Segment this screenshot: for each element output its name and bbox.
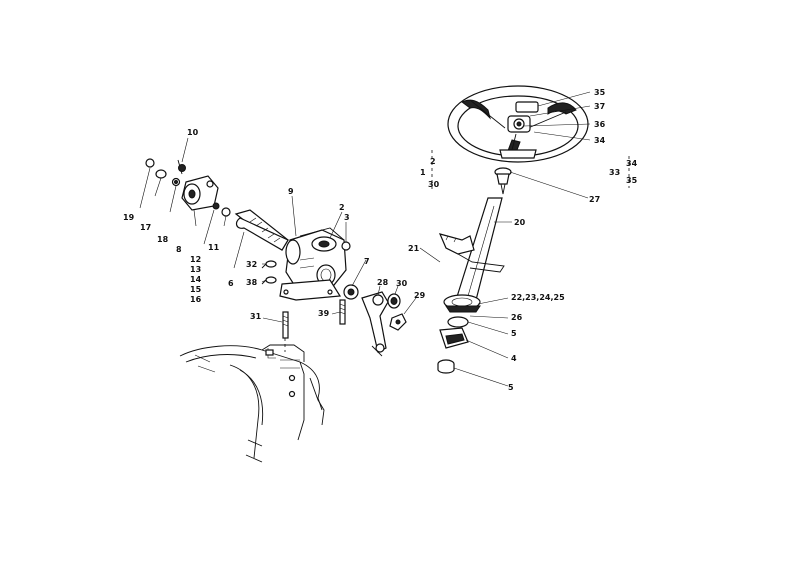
label-32: 32: [246, 260, 257, 269]
label-29: 29: [414, 291, 426, 300]
label-19: 19: [123, 213, 135, 222]
label-10: 10: [187, 128, 199, 137]
label-1: 1: [420, 168, 426, 177]
label-30a: 30: [396, 279, 408, 288]
label-39: 39: [318, 309, 330, 318]
worm-shaft: [234, 209, 289, 251]
label-38: 38: [246, 278, 258, 287]
label-2b: 2: [430, 157, 436, 166]
steering-column: [437, 167, 512, 374]
label-36: 36: [594, 120, 606, 129]
label-33: 33: [609, 168, 620, 177]
label-12: 12: [190, 255, 201, 264]
tractor-frame-outline: [179, 344, 325, 463]
fasteners-32-38: [261, 260, 277, 285]
label-34b: 34: [626, 159, 638, 168]
label-17: 17: [140, 223, 151, 232]
label-22: 22,23,24,25: [511, 293, 565, 302]
label-27: 27: [589, 195, 600, 204]
label-35b: 35: [626, 176, 638, 185]
bolts-31-39: [282, 299, 346, 352]
leader-lines: [139, 91, 630, 387]
label-31: 31: [250, 312, 262, 321]
part-number-labels: 10 19 17 18 8 12 13 14 15 16 11 6 9 2 3 …: [123, 88, 638, 392]
label-3: 3: [344, 213, 350, 222]
label-5b: 5: [508, 383, 514, 392]
label-21: 21: [408, 244, 420, 253]
label-16: 16: [190, 295, 202, 304]
pitman-arm-group: [343, 284, 407, 357]
label-7: 7: [364, 257, 370, 266]
label-20: 20: [514, 218, 526, 227]
label-13: 13: [190, 265, 201, 274]
label-18: 18: [157, 235, 169, 244]
label-5a: 5: [511, 329, 517, 338]
label-37: 37: [594, 102, 605, 111]
label-8: 8: [176, 245, 182, 254]
label-4: 4: [511, 354, 517, 363]
steering-wheel: [447, 85, 589, 163]
label-9: 9: [288, 187, 294, 196]
bearing-housing-group: [145, 158, 231, 217]
label-35a: 35: [594, 88, 606, 97]
label-11: 11: [208, 243, 220, 252]
label-15: 15: [190, 285, 202, 294]
label-34a: 34: [594, 136, 606, 145]
label-30b: 30: [428, 180, 440, 189]
label-26: 26: [511, 313, 523, 322]
label-6: 6: [228, 279, 234, 288]
steering-gearbox: [279, 227, 351, 301]
label-28: 28: [377, 278, 389, 287]
label-2a: 2: [339, 203, 345, 212]
label-14: 14: [190, 275, 202, 284]
